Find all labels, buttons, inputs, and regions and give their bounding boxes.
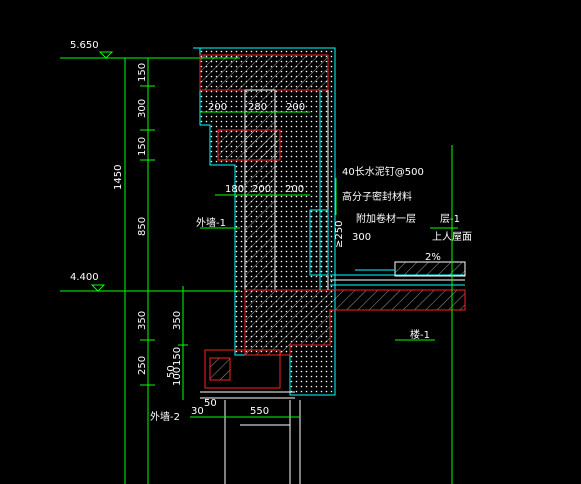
lower-wall	[200, 349, 301, 484]
dim-seg8: 150	[172, 347, 183, 366]
label-wall1: 外墙-1	[196, 216, 226, 229]
label-slab: 楼-1	[410, 328, 430, 341]
dim-seg2: 300	[137, 99, 148, 118]
dim-bottom-c: 550	[250, 406, 269, 417]
label-layer: 层-1	[440, 213, 460, 225]
label-nail: 40长水泥钉@500	[342, 165, 424, 178]
dim-seg7: 350	[172, 311, 183, 330]
dim-seg10: 50	[166, 365, 177, 378]
top-dimension-row: 200 280 200	[200, 102, 310, 113]
mid-dimension-row: 180 200 200	[215, 184, 310, 196]
elevation-bottom-text: 4.400	[70, 272, 99, 283]
parapet-section	[193, 47, 466, 396]
dim-bottom-b: 30	[191, 406, 204, 417]
elevation-marker-bottom: 4.400	[60, 272, 240, 292]
dim-seg6: 250	[137, 356, 148, 375]
dim-seg3: 150	[137, 137, 148, 156]
left-dimension-chain: 1450 150 300 150 850 350 250	[113, 57, 155, 484]
dim-seg5: 350	[137, 311, 148, 330]
dim-seg9: 100	[172, 367, 183, 386]
bottom-dimension-row: 50 30 550	[190, 398, 300, 418]
label-lap: ≥250	[334, 221, 345, 248]
dim-seg4: 850	[137, 217, 148, 236]
elevation-top-text: 5.650	[70, 40, 99, 51]
dim-mid-c: 200	[285, 184, 304, 195]
dim-seg1: 150	[137, 63, 148, 82]
label-sealant: 高分子密封材料	[342, 190, 412, 203]
dim-total: 1450	[113, 165, 124, 190]
dim-top-a: 200	[208, 102, 227, 113]
dim-bottom-a: 50	[204, 398, 217, 409]
label-lap2: 300	[352, 232, 371, 243]
dim-top-c: 200	[286, 102, 305, 113]
label-wall2: 外墙-2	[150, 410, 180, 423]
dim-top-b: 280	[248, 102, 267, 113]
label-membrane: 附加卷材一层	[356, 212, 416, 225]
dim-mid-a: 180	[225, 184, 244, 195]
inner-dimension-chain: 350 150 100 50	[166, 286, 188, 400]
roof-layers: 2%	[309, 209, 466, 286]
dim-mid-b: 200	[252, 184, 271, 195]
slope-label: 2%	[425, 252, 441, 263]
